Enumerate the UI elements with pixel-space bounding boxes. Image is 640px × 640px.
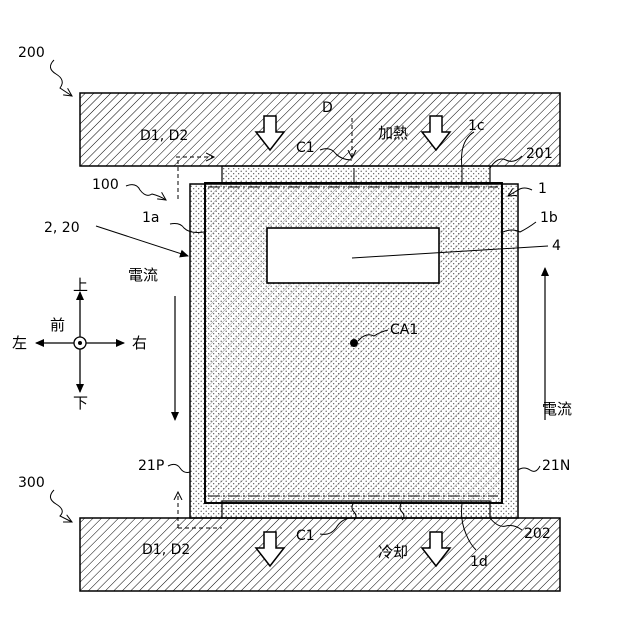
label-21N: 21N — [542, 458, 570, 474]
compass-right: 右 — [132, 334, 147, 352]
label-c1-bottom: C1 — [296, 528, 315, 544]
label-1d: 1d — [470, 554, 488, 570]
leader-21N — [518, 466, 540, 471]
label-current-right: 電流 — [542, 400, 572, 418]
component-4 — [267, 228, 439, 283]
label-d1d2-bottom: D1, D2 — [142, 542, 190, 558]
leader-2-20 — [96, 226, 188, 256]
label-1b: 1b — [540, 210, 558, 226]
label-100: 100 — [92, 177, 119, 193]
leader-21P — [168, 464, 190, 472]
label-cooling: 冷却 — [378, 543, 408, 561]
label-current-left: 電流 — [128, 266, 158, 284]
leader-100 — [126, 185, 166, 200]
compass-up: 上 — [73, 276, 88, 294]
top-plate-201 — [222, 166, 490, 184]
leader-300 — [50, 490, 72, 522]
label-ca1: CA1 — [390, 322, 418, 338]
label-300: 300 — [18, 475, 45, 491]
center-point-ca1 — [350, 339, 358, 347]
compass-front: 前 — [50, 316, 65, 334]
label-4: 4 — [552, 238, 561, 254]
label-21P: 21P — [138, 458, 164, 474]
direction-compass — [36, 292, 124, 392]
label-c1-top: C1 — [296, 140, 315, 156]
label-200: 200 — [18, 45, 45, 61]
label-heating: 加熱 — [378, 124, 408, 142]
leader-200 — [50, 60, 72, 96]
label-1c: 1c — [468, 118, 485, 134]
label-1: 1 — [538, 181, 547, 197]
label-2-20: 2, 20 — [44, 220, 80, 236]
compass-down: 下 — [73, 394, 88, 412]
label-201: 201 — [526, 146, 553, 162]
label-1a: 1a — [142, 210, 160, 226]
label-d1d2-top: D1, D2 — [140, 128, 188, 144]
label-202: 202 — [524, 526, 551, 542]
label-d: D — [322, 100, 333, 116]
compass-left: 左 — [12, 334, 27, 352]
